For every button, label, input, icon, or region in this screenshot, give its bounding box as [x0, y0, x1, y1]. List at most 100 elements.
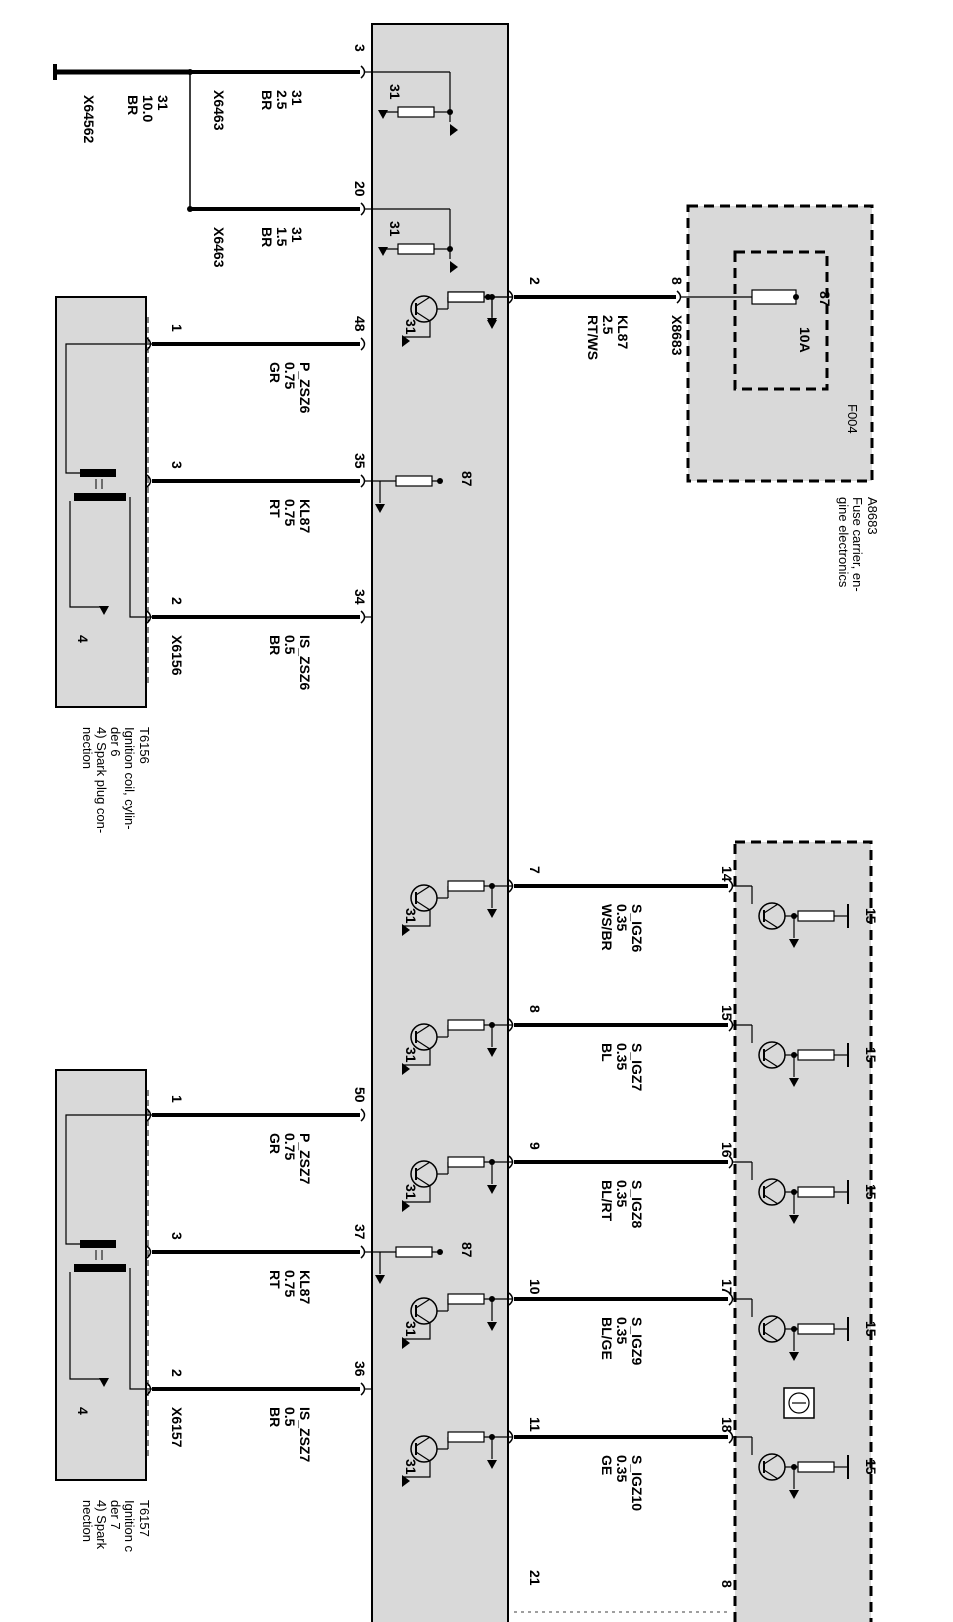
- coil-module-pin-0-1: 35: [352, 453, 368, 469]
- undefined: [797, 1049, 835, 1061]
- signal-right-vcc-label-3: 15: [863, 1321, 879, 1337]
- coil-kl87-node-1: [437, 1249, 443, 1255]
- coil-module-terminal-0-2: [360, 610, 366, 624]
- control-module-housing: [371, 23, 509, 1622]
- signal-left-driver-4-ground-label: 31: [403, 1459, 419, 1475]
- ground-symbol-1: [450, 261, 458, 273]
- supply-wire-name: KL87: [615, 315, 631, 349]
- signal-right-arrow-1: [789, 1078, 799, 1087]
- ground-resistor-1: [397, 243, 435, 255]
- bottom-pin-right: 8: [719, 1580, 735, 1588]
- coil-pin-1-0: 1: [169, 1095, 185, 1103]
- signal-right-vcc-label-2: 15: [863, 1184, 879, 1200]
- signal-right-vcc-label-4: 15: [863, 1459, 879, 1475]
- signal-left-driver-4-ground: [402, 1475, 410, 1487]
- signal-left-driver-0-emitter-wire: [402, 910, 431, 927]
- coil-module-pin-0-2: 34: [352, 589, 368, 605]
- signal-right-transistor-2-emitter: [763, 1194, 779, 1205]
- coil-hv-lead-1: [69, 1272, 104, 1380]
- signal-left-driver-0-transistor-collector: [415, 885, 431, 896]
- signal-left-driver-2-arrow: [487, 1185, 497, 1194]
- fuse-name: F004: [845, 404, 860, 434]
- undefined: [797, 910, 835, 922]
- ground-res-arrow-0: [378, 110, 388, 119]
- coil-module-terminal-0-1: [360, 474, 366, 488]
- signal-label-0-color: WS/BR: [599, 904, 615, 951]
- sensor-circle: [788, 1392, 810, 1414]
- supply-wire-color: RT/WS: [585, 315, 601, 360]
- undefined: [395, 475, 433, 487]
- supply-conn: X8683: [669, 315, 685, 356]
- signal-label-1-gauge: 0.35: [614, 1043, 630, 1070]
- coil-desc-0-1: der 6: [108, 727, 123, 757]
- supply-terminal-fuse: [676, 290, 682, 304]
- coil-pin-0-0: 1: [169, 324, 185, 332]
- signal-left-driver-2-emitter-wire: [402, 1186, 431, 1203]
- signal-label-3-gauge: 0.35: [614, 1317, 630, 1344]
- fuse-element: [751, 289, 797, 305]
- coil-terminal-1-1: [146, 1245, 152, 1259]
- coil-wire-label-0-1-name: KL87: [297, 499, 313, 533]
- coil-module-pin-0-0: 48: [352, 316, 368, 332]
- supply-driver-emitter-wire: [402, 321, 431, 338]
- carrier-desc-1: gine electronics: [836, 497, 851, 588]
- signal-terminal-right-0: [728, 879, 734, 893]
- supply-driver-arrow: [487, 320, 497, 329]
- ground-pin-0: 3: [352, 44, 368, 52]
- coil-id-1: T6157: [137, 1500, 152, 1537]
- coil-desc-0-3: nection: [80, 727, 95, 769]
- ground-wire-gauge-1: 1.5: [274, 227, 290, 247]
- signal-left-driver-1-transistor-collector: [415, 1024, 431, 1035]
- signal-right-pin-1: 15: [719, 1005, 735, 1021]
- signal-terminal-left-2: [508, 1155, 514, 1169]
- undefined: [447, 291, 485, 303]
- coil-desc-1-2: 4) Spark: [94, 1500, 109, 1550]
- coil-housing-1: [55, 1069, 147, 1481]
- signal-left-driver-0-ground-label: 31: [403, 908, 419, 924]
- signal-right-arrow-2: [789, 1215, 799, 1224]
- signal-left-driver-2-ground: [402, 1200, 410, 1212]
- signal-left-driver-3-transistor-collector: [415, 1298, 431, 1309]
- signal-terminal-right-3: [728, 1292, 734, 1306]
- carrier-id: A8683: [865, 497, 880, 535]
- signal-right-transistor-4-collector: [763, 1454, 779, 1465]
- ground-main-name: 31: [155, 95, 171, 111]
- signal-terminal-right-4: [728, 1430, 734, 1444]
- coil-pin-0-2: 2: [169, 597, 185, 605]
- coil-wire-label-0-0-gauge: 0.75: [282, 362, 298, 389]
- signal-left-driver-3-emitter-wire: [402, 1323, 431, 1340]
- bottom-pin-left: 21: [527, 1570, 543, 1586]
- fuse-rating: 10A: [797, 327, 813, 353]
- signal-right-transistor-1-emitter: [763, 1057, 779, 1068]
- signal-terminal-right-2: [728, 1155, 734, 1169]
- signal-left-pin-2: 9: [527, 1142, 543, 1150]
- ground-main-gauge: 10.0: [140, 95, 156, 122]
- signal-left-driver-1-transistor-emitter: [415, 1039, 431, 1050]
- ground-wire-name-0: 31: [289, 90, 305, 106]
- coil-inner-pin-1: 4: [75, 1407, 91, 1415]
- ground-internal-label-1: 31: [387, 221, 403, 237]
- coil-inner-pin-0: 4: [75, 635, 91, 643]
- ground-main-conn: X64562: [81, 95, 97, 143]
- signal-label-4-gauge: 0.35: [614, 1455, 630, 1482]
- signal-label-1-name: S_IGZ7: [629, 1043, 645, 1091]
- signal-left-driver-1-arrow: [487, 1048, 497, 1057]
- coil-wire-label-0-2-gauge: 0.5: [282, 635, 298, 655]
- signal-left-pin-3: 10: [527, 1279, 543, 1295]
- fuse-holder: [733, 250, 829, 391]
- signal-terminal-left-4: [508, 1430, 514, 1444]
- coil-pin-0-1: 3: [169, 461, 185, 469]
- carrier-desc-0: Fuse carrier, en-: [850, 497, 865, 592]
- coil-module-terminal-1-0: [360, 1108, 366, 1122]
- coil-module-pin-1-1: 37: [352, 1224, 368, 1240]
- signal-label-2-gauge: 0.35: [614, 1180, 630, 1207]
- coil-module-terminal-1-2: [360, 1382, 366, 1396]
- coil-id-0: T6156: [137, 727, 152, 764]
- coil-wire-label-1-1-color: RT: [267, 1270, 283, 1289]
- coil-desc-0-0: Ignition coil, cylin-: [122, 727, 137, 830]
- signal-right-transistor-2-collector: [763, 1179, 779, 1190]
- coil-desc-1-1: der 7: [108, 1500, 123, 1530]
- signal-left-driver-3-ground: [402, 1337, 410, 1349]
- undefined: [395, 1246, 433, 1258]
